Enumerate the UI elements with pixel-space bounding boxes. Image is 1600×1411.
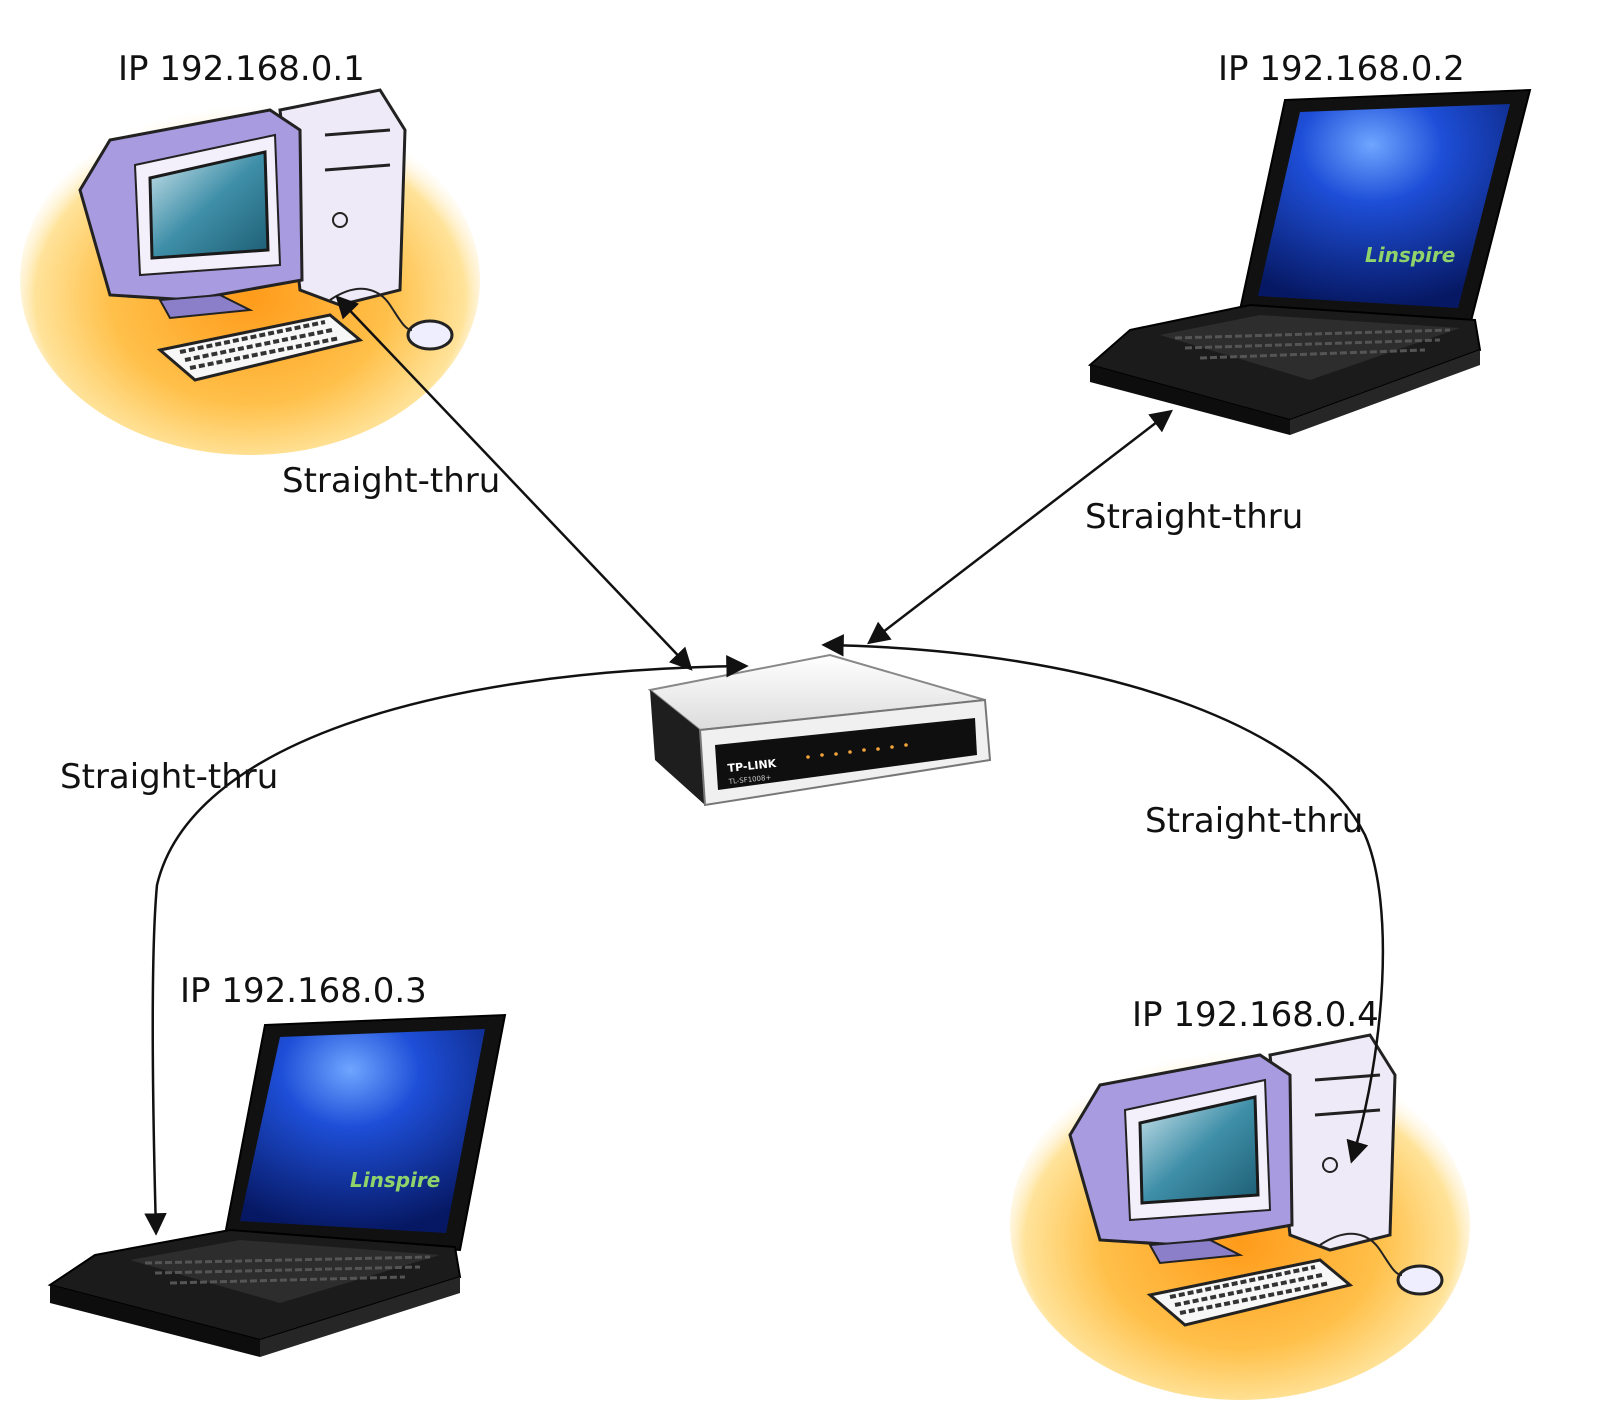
network-switch: TP-LINK TL-SF1008+ bbox=[647, 653, 992, 807]
cable-label-pc4: Straight-thru bbox=[1145, 801, 1363, 841]
desktop-pc-4 bbox=[1010, 1033, 1470, 1400]
desktop-pc-1 bbox=[20, 88, 480, 455]
cable-pc1-switch bbox=[335, 295, 693, 671]
cable-label-laptop2: Straight-thru bbox=[1085, 497, 1303, 537]
cable-laptop2-switch bbox=[867, 409, 1173, 645]
pc-tower bbox=[278, 88, 407, 307]
cable-laptop3-switch bbox=[144, 654, 749, 1236]
pc-mouse bbox=[1396, 1264, 1444, 1296]
pc-screen bbox=[148, 150, 270, 260]
cable-label-laptop3: Straight-thru bbox=[60, 757, 278, 797]
screen-brand: Linspire bbox=[1365, 243, 1455, 267]
cable-label-pc1: Straight-thru bbox=[282, 461, 500, 501]
cables bbox=[144, 295, 1385, 1236]
ip-label-pc4: IP 192.168.0.4 bbox=[1132, 995, 1379, 1035]
ip-label-pc1: IP 192.168.0.1 bbox=[118, 49, 365, 89]
laptop-3: Linspire bbox=[47, 1013, 507, 1357]
ip-label-laptop3: IP 192.168.0.3 bbox=[180, 971, 427, 1011]
laptop-2: Linspire bbox=[1087, 88, 1532, 435]
laptop-screen bbox=[1258, 104, 1510, 308]
pc-mouse bbox=[406, 319, 454, 351]
cable-pc4-switch bbox=[821, 634, 1385, 1164]
ip-label-laptop2: IP 192.168.0.2 bbox=[1218, 49, 1465, 89]
laptop-screen bbox=[240, 1029, 485, 1233]
screen-brand: Linspire bbox=[350, 1168, 440, 1192]
